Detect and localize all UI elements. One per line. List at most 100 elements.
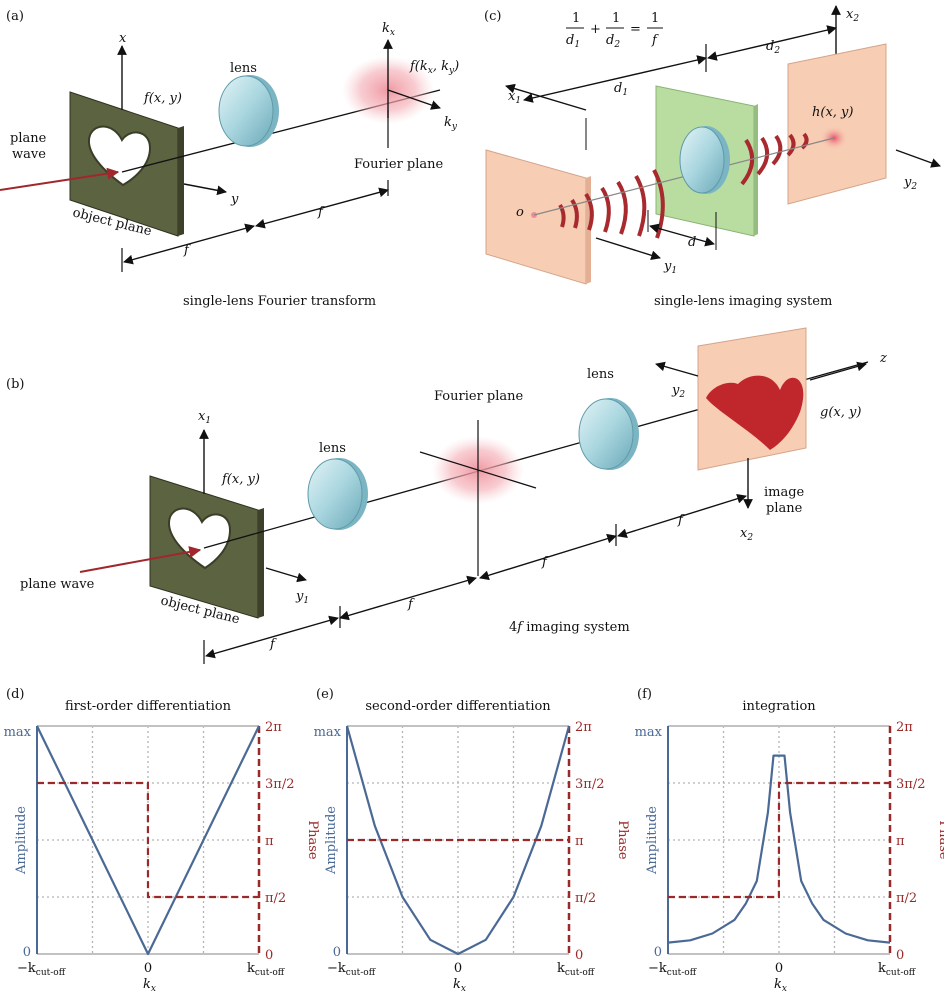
amplitude-line — [36, 725, 260, 956]
amplitude-max-label: max — [4, 725, 32, 740]
plane-wave-label-2: wave — [12, 147, 46, 162]
wavefront-arcs — [558, 132, 809, 239]
amplitude-line — [667, 754, 891, 944]
svg-text:d2: d2 — [606, 33, 620, 50]
heart-aperture-b — [168, 507, 232, 570]
svg-text:1: 1 — [612, 11, 620, 26]
object-plate-edge — [178, 126, 184, 236]
svg-text:1: 1 — [572, 11, 580, 26]
distance-f-2 — [255, 187, 389, 229]
plot-tag: (d) — [6, 687, 24, 702]
panel-a-caption: single-lens Fourier transform — [183, 294, 376, 309]
plot-2: (e) second-order differentiation max 0 Ampli… — [314, 687, 630, 994]
fourier-plane-label: Fourier plane — [354, 157, 444, 172]
axis-ky-arrow — [387, 89, 441, 110]
phase-tick-label: π/2 — [896, 891, 917, 906]
plane-wave-label-1: plane — [10, 131, 47, 146]
phase-tick-label: 2π — [265, 720, 282, 735]
panel-b-tag: (b) — [6, 377, 24, 392]
lens-1-icon — [307, 458, 363, 530]
axis-y2-b-arrow — [655, 361, 699, 377]
fourier-plane-b-label: Fourier plane — [434, 389, 524, 404]
plot-title: second-order differentiation — [365, 699, 551, 714]
panel-c: (c) 1 d1 + 1 d2 = 1 f d1 d2 x2 o — [484, 5, 941, 309]
d1-label: d1 — [614, 81, 628, 98]
d-label: d — [688, 235, 696, 250]
axis-y1-b-label: y1 — [295, 589, 309, 606]
lens-2-icon — [578, 398, 634, 470]
object-function-label: f(x, y) — [143, 91, 182, 106]
svg-text:=: = — [630, 22, 641, 37]
fourier-function-label: f(kx, ky) — [409, 59, 459, 76]
x-tick-left: −kcut-off — [648, 961, 697, 978]
phase-axis-title: Phase — [936, 820, 944, 860]
distance-4f-3 — [479, 533, 617, 581]
axis-y1-arrow — [595, 237, 661, 261]
x-tick-left: −kcut-off — [17, 961, 66, 978]
phase-tick-label: 0 — [575, 948, 583, 963]
lens-icon — [218, 75, 274, 147]
phase-tick-label: 0 — [265, 948, 273, 963]
axis-y-label: y — [230, 192, 239, 207]
phase-tick-label: π — [265, 834, 274, 849]
psf-label: h(x, y) — [812, 105, 853, 120]
axis-y2-b-label: y2 — [671, 383, 685, 400]
x-tick-zero: 0 — [144, 961, 152, 976]
svg-text:d1: d1 — [566, 33, 580, 50]
panel-b: (b) x1 f(x, y) y1 lens Fourier plane len… — [6, 327, 887, 664]
plot-tag: (e) — [316, 687, 334, 702]
axis-x1-b-label: x1 — [198, 409, 211, 426]
axis-x2-label: x2 — [846, 7, 859, 24]
lens-equation: 1 d1 + 1 d2 = 1 f — [566, 11, 663, 50]
axis-z-label: z — [879, 351, 887, 366]
panel-c-tag: (c) — [484, 9, 501, 24]
phase-tick-label: 2π — [896, 720, 913, 735]
panel-a: (a) x y f(x, y) lens kx ky f(kx, ky) Fou… — [0, 9, 459, 309]
svg-text:+: + — [590, 22, 601, 37]
phase-tick-label: π — [896, 834, 905, 849]
image-function-label: g(x, y) — [820, 405, 861, 420]
panel-a-tag: (a) — [6, 9, 24, 24]
x-tick-left: −kcut-off — [327, 961, 376, 978]
f-b-label-4: f — [677, 513, 685, 528]
distance-4f-4 — [617, 493, 747, 539]
distance-d2 — [707, 25, 837, 61]
amplitude-zero-label: 0 — [333, 945, 341, 960]
f-b-label-3: f — [541, 555, 549, 570]
axis-y1-b-arrow — [265, 567, 307, 583]
d2-label: d2 — [766, 39, 780, 56]
axis-x1-label: x1 — [508, 89, 521, 106]
phase-line — [37, 781, 259, 899]
axis-y2-label: y2 — [903, 175, 917, 192]
phase-line — [668, 781, 890, 899]
image-plane-label-2: plane — [766, 501, 803, 516]
amplitude-max-label: max — [635, 725, 663, 740]
lens-c-icon — [679, 126, 725, 194]
amplitude-zero-label: 0 — [654, 945, 662, 960]
svg-text:f: f — [651, 33, 659, 48]
axis-y2-arrow — [895, 149, 941, 168]
plot-3: (f)integrationmax0Amplitude2π3π/2ππ/20Ph… — [635, 687, 944, 994]
phase-tick-label: π/2 — [265, 891, 286, 906]
panel-c-caption: single-lens imaging system — [654, 294, 832, 309]
x-axis-title: kx — [453, 977, 466, 994]
svg-text:1: 1 — [651, 11, 659, 26]
amplitude-axis-title: Amplitude — [14, 806, 29, 875]
plot-title: integration — [742, 699, 816, 714]
amplitude-zero-label: 0 — [23, 945, 31, 960]
x-tick-zero: 0 — [454, 961, 462, 976]
phase-tick-label: 3π/2 — [896, 777, 925, 792]
panel-b-caption: 4f imaging system — [509, 620, 630, 635]
plot-1: (d)first-order differentiationmax0Amplit… — [4, 687, 320, 994]
amplitude-max-label: max — [314, 725, 342, 740]
axis-kx-label: kx — [382, 21, 395, 38]
axis-y1-label: y1 — [663, 259, 677, 276]
axis-y-arrow — [183, 183, 227, 196]
f-b-label-2: f — [407, 597, 415, 612]
distance-d1 — [523, 55, 707, 103]
f-label-2: f — [317, 205, 325, 220]
f-b-label-1: f — [269, 637, 277, 652]
heart-image — [706, 375, 804, 450]
amplitude-axis-title: Amplitude — [324, 806, 339, 875]
